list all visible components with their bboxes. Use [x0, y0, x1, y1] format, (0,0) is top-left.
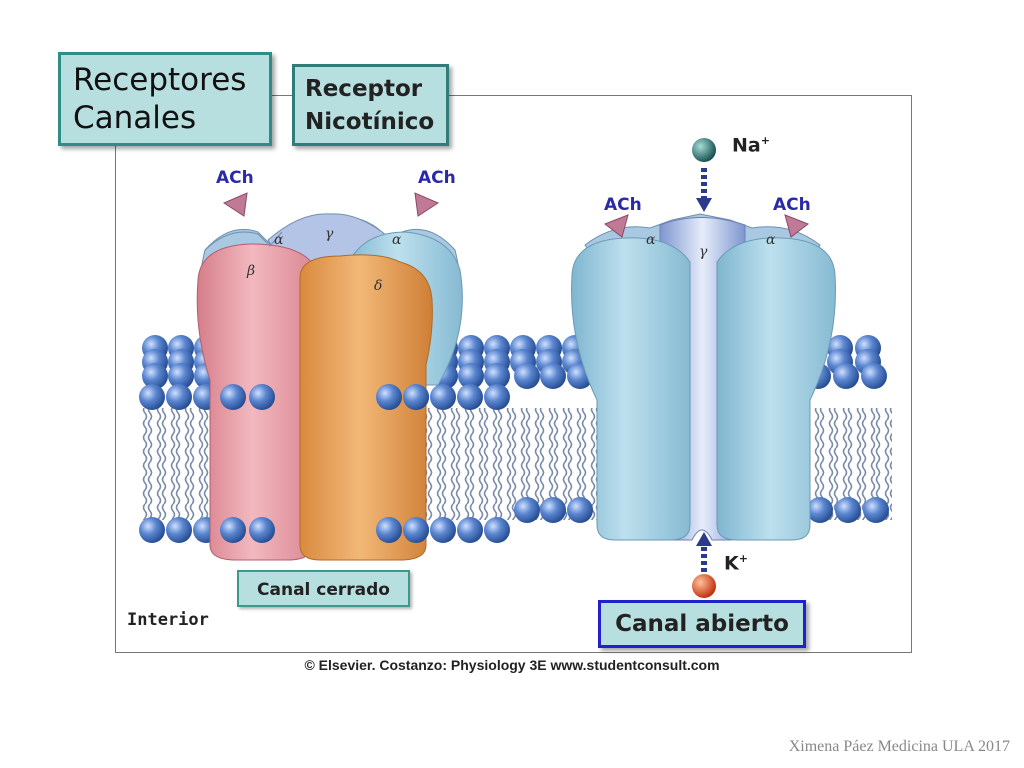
subunit-beta-label: β: [246, 263, 255, 279]
ach-label: ACh: [604, 195, 642, 215]
ach-marker: [603, 214, 629, 238]
open-channel: [571, 213, 836, 541]
open-channel-label: Canal abierto: [598, 600, 806, 648]
subunit-alpha-label: α: [392, 232, 402, 248]
ach-markers: [222, 192, 810, 238]
subtitle-line-1: Receptor: [305, 76, 423, 102]
interior-label: Interior: [127, 610, 209, 630]
ach-label: ACh: [418, 168, 456, 188]
sodium-label: Na+: [732, 134, 770, 157]
subtitle-box: Receptor Nicotínico: [292, 64, 449, 146]
subunit-alpha-label: α: [274, 232, 284, 248]
closed-channel-label: Canal cerrado: [237, 570, 410, 607]
subunit-delta-label: δ: [374, 278, 382, 294]
potassium-ion: [692, 574, 716, 598]
subunit-alpha-label: α: [766, 232, 776, 248]
title-box: Receptores Canales: [58, 52, 272, 146]
ach-label: ACh: [216, 168, 254, 188]
title-line-1: Receptores: [73, 62, 247, 98]
subunit-gamma-label: γ: [699, 244, 708, 260]
subunit-gamma-label: γ: [325, 226, 334, 242]
potassium-label: K+: [724, 552, 748, 575]
footer-credit: Ximena Páez Medicina ULA 2017: [788, 738, 1010, 755]
lipid-heads-front: [220, 384, 429, 543]
ach-marker: [222, 192, 248, 217]
subtitle-line-2: Nicotínico: [305, 109, 435, 135]
ach-marker: [414, 192, 440, 217]
ach-marker: [784, 214, 810, 238]
ach-label: ACh: [773, 195, 811, 215]
title-line-2: Canales: [73, 100, 197, 136]
sodium-ion: [692, 138, 716, 162]
copyright-notice: © Elsevier. Costanzo: Physiology 3E www.…: [304, 657, 720, 673]
ion-flux: [692, 138, 716, 598]
subunit-alpha-label: α: [646, 232, 656, 248]
